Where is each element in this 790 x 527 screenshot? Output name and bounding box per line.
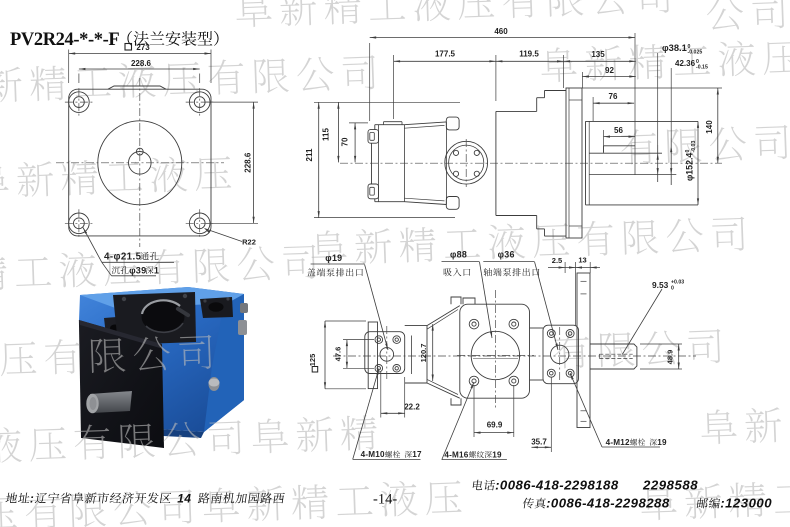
svg-text:19: 19: [657, 438, 667, 447]
svg-text:4-M10: 4-M10: [361, 450, 385, 459]
svg-text:69.9: 69.9: [487, 421, 503, 430]
svg-text:0: 0: [671, 286, 674, 292]
svg-text:-14-: -14-: [373, 492, 397, 508]
svg-text:56: 56: [614, 126, 623, 135]
svg-text:4-M16: 4-M16: [444, 450, 468, 459]
svg-text:22.2: 22.2: [404, 403, 420, 412]
svg-text:2298588: 2298588: [642, 478, 698, 493]
svg-text:2.5: 2.5: [552, 256, 562, 265]
svg-text:R22: R22: [242, 238, 256, 247]
svg-text:140: 140: [705, 120, 714, 134]
svg-text:19: 19: [492, 450, 502, 459]
svg-text::0086-418-2298288: :0086-418-2298288: [546, 496, 670, 511]
svg-text::0086-418-2298188: :0086-418-2298188: [495, 478, 619, 493]
svg-text:48.9: 48.9: [666, 350, 675, 365]
svg-text:47.6: 47.6: [334, 347, 343, 362]
svg-text:9.53: 9.53: [652, 280, 669, 290]
svg-text:119.5: 119.5: [519, 50, 539, 59]
svg-text:φ152.4: φ152.4: [685, 153, 695, 181]
svg-text:φ38.1: φ38.1: [662, 43, 687, 53]
svg-text::: :: [30, 492, 34, 506]
svg-text:120.7: 120.7: [419, 344, 428, 363]
svg-text:φ36: φ36: [498, 250, 515, 260]
svg-text:φ88: φ88: [450, 250, 467, 260]
svg-text:228.6: 228.6: [244, 152, 253, 173]
svg-text:135: 135: [591, 50, 605, 59]
svg-text:-0.03: -0.03: [691, 141, 697, 153]
svg-text:+0.03: +0.03: [671, 280, 684, 286]
svg-text:0: 0: [685, 150, 691, 153]
svg-text:211: 211: [305, 148, 314, 161]
svg-text:115: 115: [322, 127, 331, 140]
svg-text:17: 17: [412, 450, 422, 459]
svg-text:13: 13: [578, 256, 586, 265]
svg-text:70: 70: [341, 137, 350, 146]
svg-text:PV2R24-*-*-F: PV2R24-*-*-F: [10, 30, 119, 50]
svg-text:4-M12: 4-M12: [606, 438, 630, 447]
svg-text:φ39: φ39: [129, 265, 146, 275]
svg-text:228.6: 228.6: [131, 59, 152, 68]
svg-text:35.7: 35.7: [531, 438, 547, 447]
svg-text:177.5: 177.5: [435, 50, 456, 59]
svg-text:14: 14: [177, 492, 191, 506]
svg-text:-0.15: -0.15: [696, 65, 708, 71]
svg-text:76: 76: [609, 92, 618, 101]
svg-text:-0.025: -0.025: [688, 50, 703, 56]
svg-text:273: 273: [136, 43, 150, 52]
svg-text::123000: :123000: [720, 496, 772, 511]
svg-text:4-φ21.5: 4-φ21.5: [104, 252, 142, 263]
svg-text:φ19: φ19: [325, 253, 342, 263]
svg-text:42.36: 42.36: [675, 59, 696, 68]
svg-text:92: 92: [605, 66, 614, 75]
svg-text:460: 460: [494, 27, 508, 36]
svg-text:0: 0: [696, 59, 699, 65]
svg-text:125: 125: [308, 354, 317, 367]
svg-text:0: 0: [688, 44, 691, 50]
svg-text:1: 1: [154, 265, 159, 275]
